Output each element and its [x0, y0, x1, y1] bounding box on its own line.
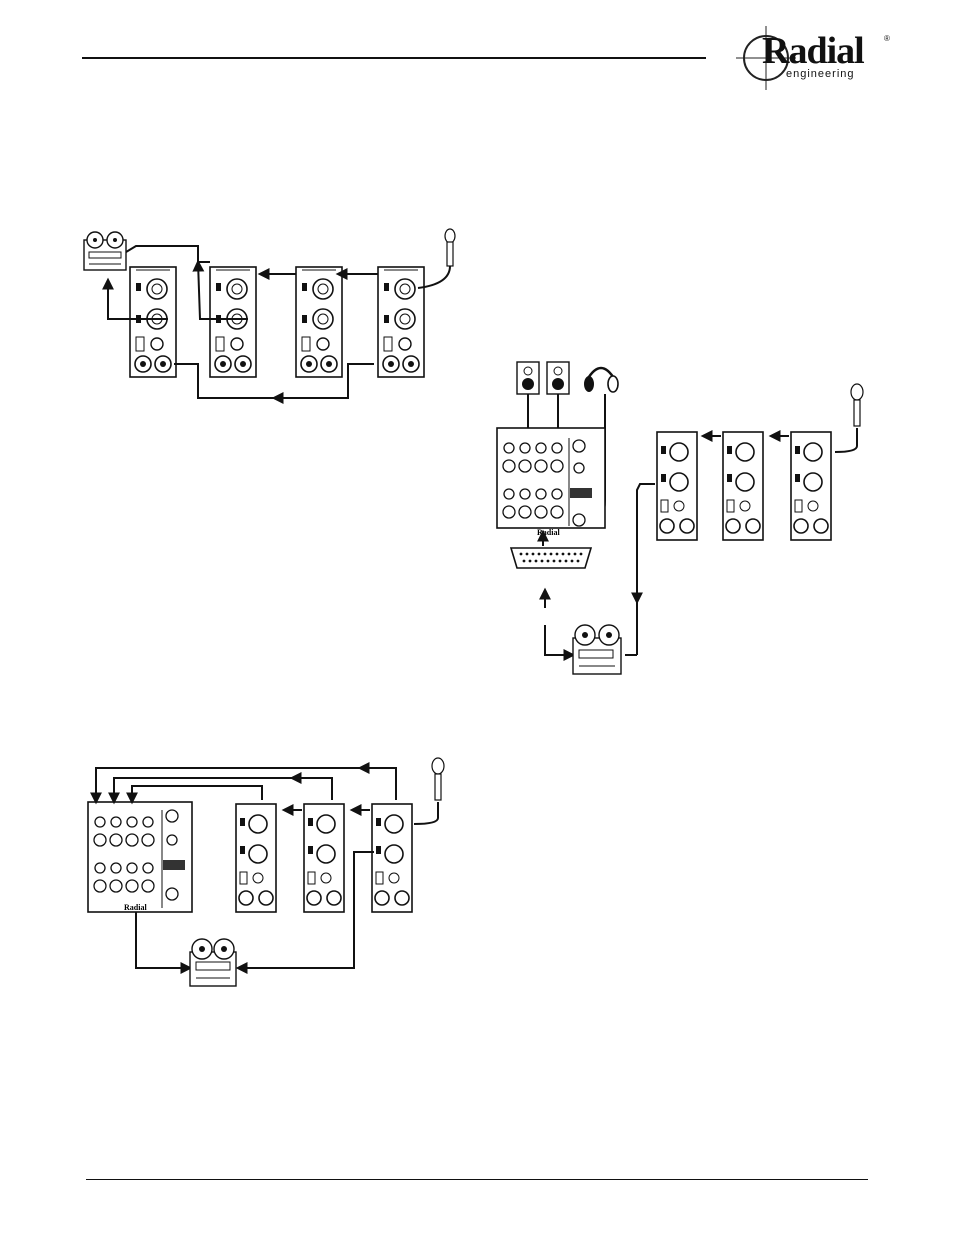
microphone-icon	[445, 229, 455, 266]
mixer-icon	[497, 428, 605, 528]
microphone-icon	[851, 384, 863, 426]
monitor-right-icon	[547, 362, 569, 394]
headphones-icon	[584, 368, 618, 392]
module-3	[791, 432, 831, 540]
module-3	[296, 267, 342, 377]
diagram-daisy-chain	[78, 222, 463, 407]
mixer-logo: Radial	[537, 528, 560, 537]
brand-name: Radial	[762, 32, 864, 70]
module-1	[657, 432, 697, 540]
module-2	[304, 804, 344, 912]
header-rule	[82, 57, 706, 59]
tape-machine-icon	[573, 625, 621, 674]
db25-connector-icon	[511, 548, 591, 568]
module-3	[372, 804, 412, 912]
mixer-icon	[88, 802, 192, 912]
diagram-mixer-return: Radial	[86, 752, 466, 992]
module-2	[723, 432, 763, 540]
tape-machine-icon	[84, 232, 126, 270]
tape-machine-icon	[190, 939, 236, 986]
mixer-logo: Radial	[124, 903, 147, 912]
module-4	[378, 267, 424, 377]
monitor-left-icon	[517, 362, 539, 394]
brand-sub: engineering	[786, 68, 855, 80]
module-2	[210, 267, 256, 377]
module-1	[130, 267, 176, 377]
registered-mark: ®	[884, 34, 890, 43]
microphone-icon	[432, 758, 444, 800]
module-1	[236, 804, 276, 912]
footer-rule	[86, 1179, 868, 1180]
diagram-mixer-tape: Radial	[495, 350, 875, 680]
radial-logo: Radial ® engineering	[730, 22, 900, 94]
